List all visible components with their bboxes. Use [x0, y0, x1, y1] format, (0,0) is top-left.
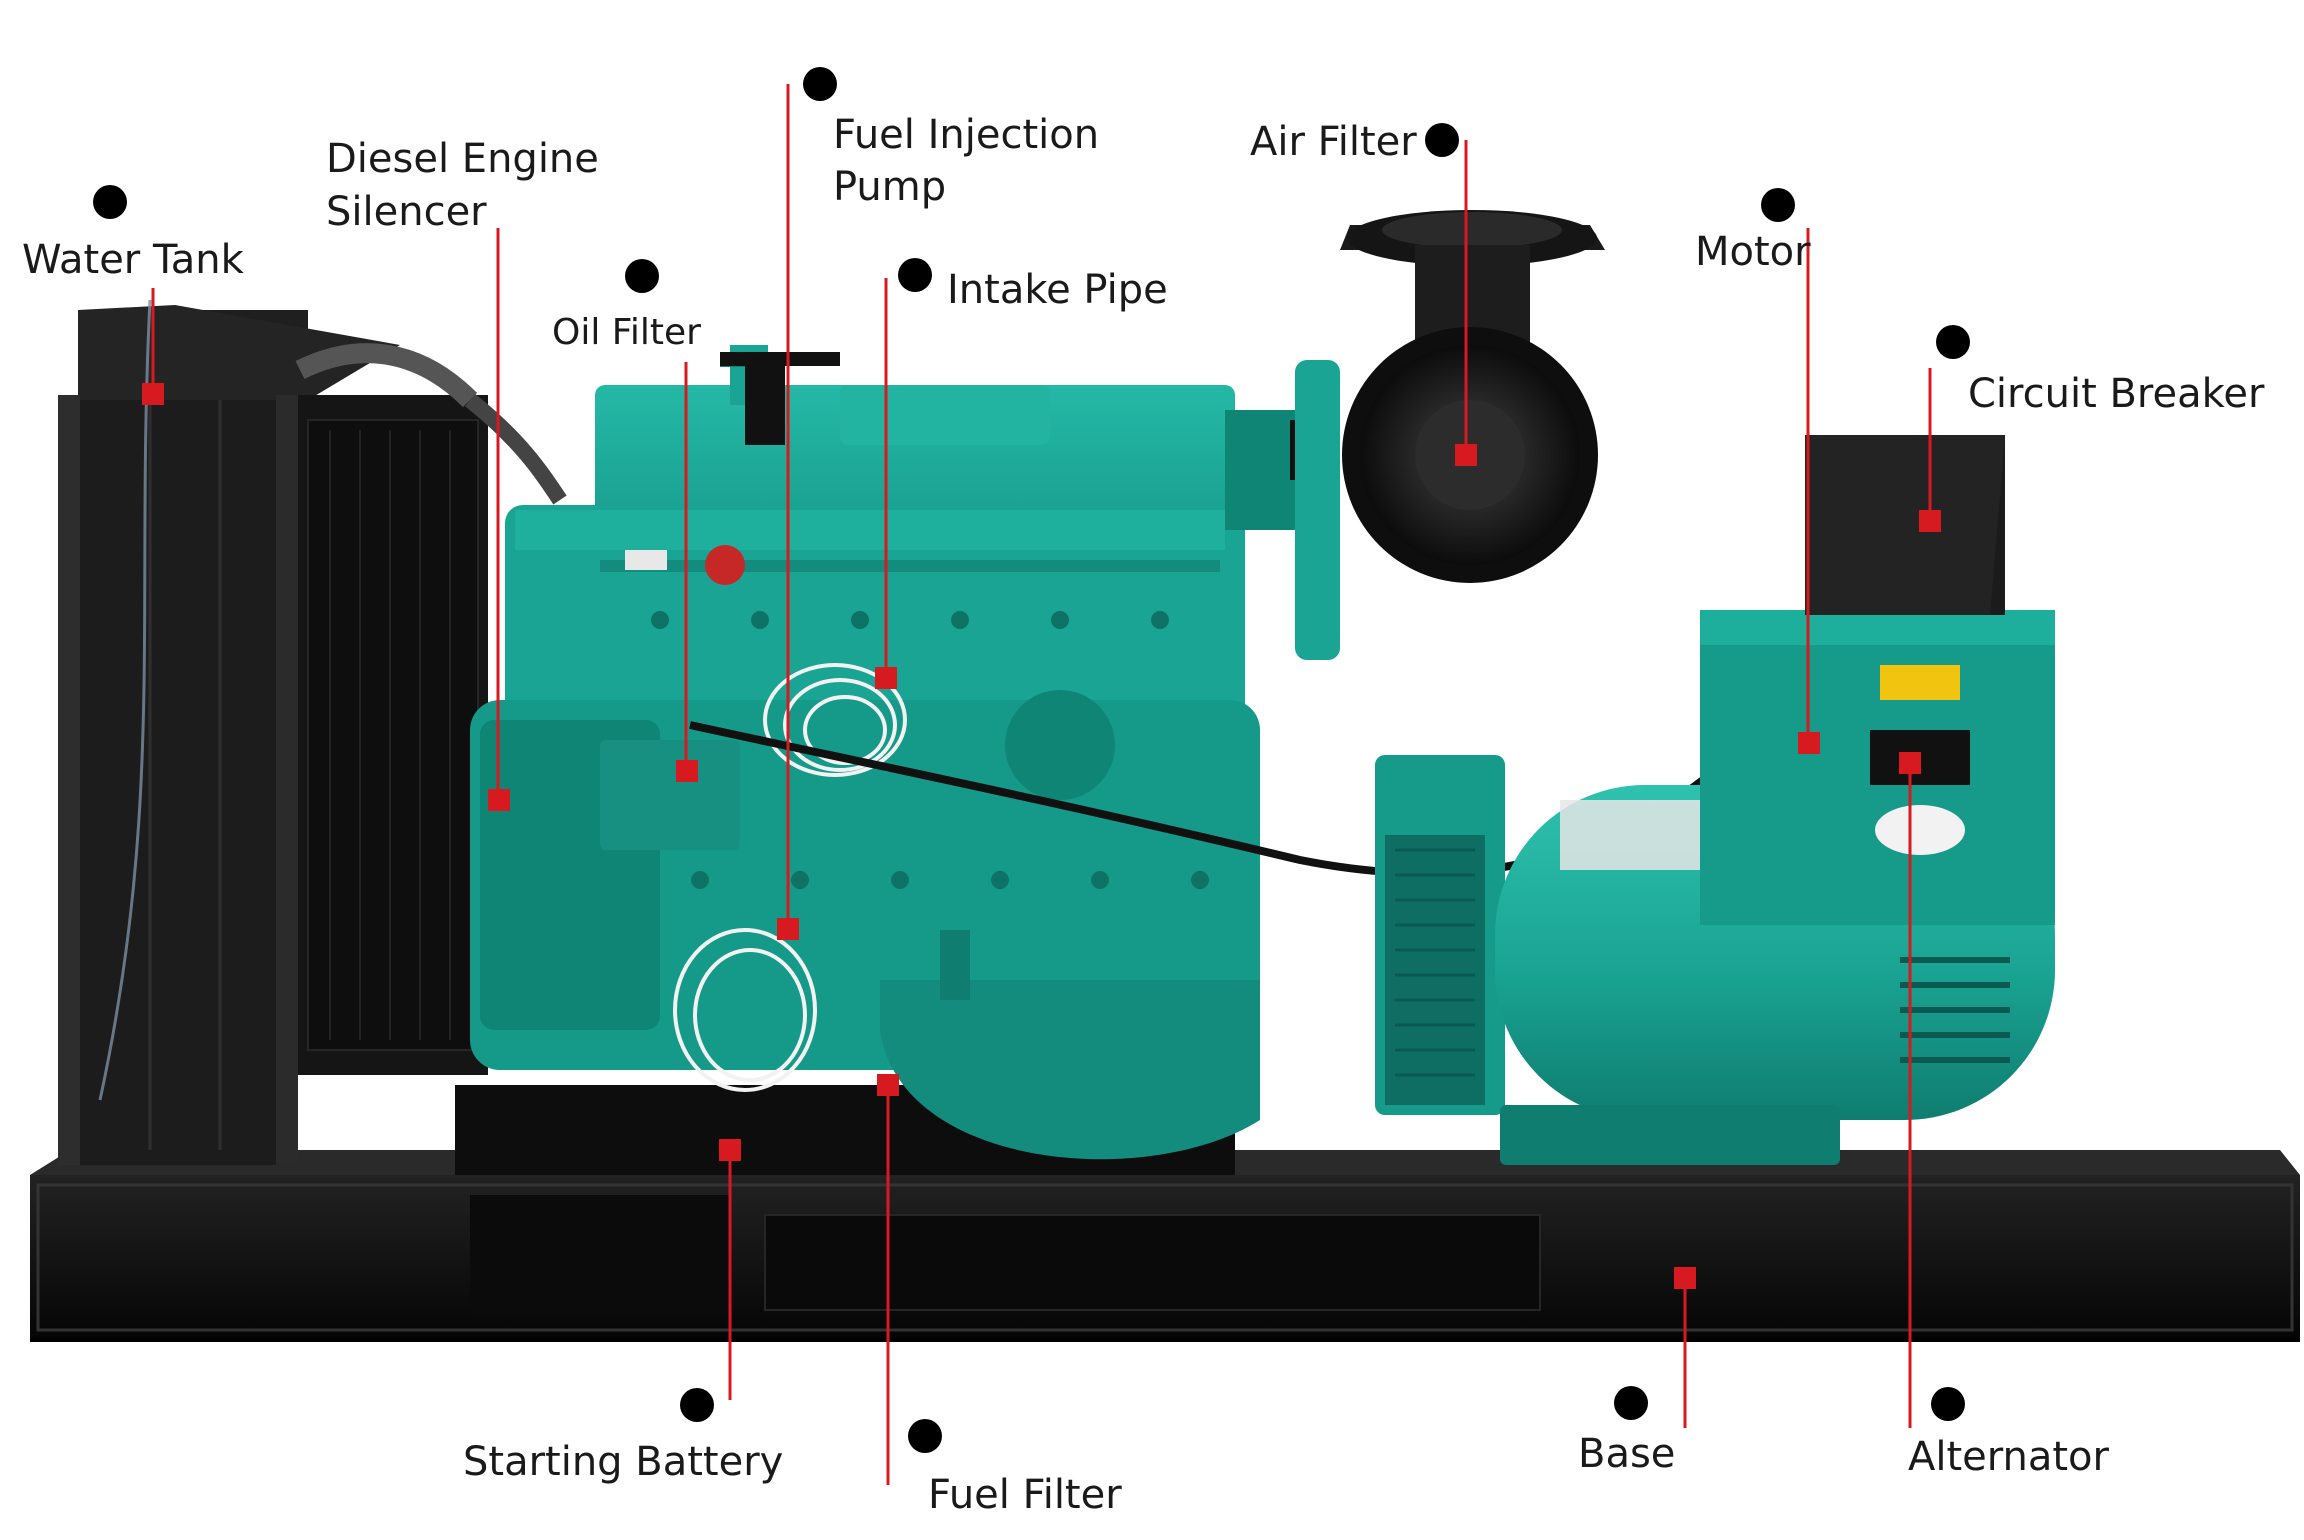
label-silencer-line2: Silencer [326, 189, 487, 235]
marker-motor [1798, 732, 1820, 754]
marker-starting-battery [719, 1139, 741, 1161]
marker-base [1674, 1267, 1696, 1289]
marker-oil-filter [676, 760, 698, 782]
label-oil-filter: Oil Filter [552, 312, 701, 353]
diesel-engine [455, 345, 1874, 1175]
label-starting-battery: Starting Battery [463, 1439, 783, 1485]
label-intake-pipe: Intake Pipe [947, 267, 1168, 313]
marker-fuel-injection-pump [777, 918, 799, 940]
label-base: Base [1578, 1431, 1675, 1477]
alternator [1375, 435, 2055, 1165]
marker-water-tank [142, 383, 164, 405]
leader-lines [151, 84, 1932, 1485]
base-frame [30, 1150, 2300, 1342]
label-water-tank: Water Tank [22, 237, 245, 283]
label-alternator: Alternator [1908, 1434, 2110, 1480]
label-fuel-filter: Fuel Filter [928, 1472, 1122, 1518]
air-filter [1295, 210, 1605, 660]
marker-silencer [488, 789, 510, 811]
water-tank-radiator [58, 299, 567, 1165]
marker-fuel-filter [877, 1074, 899, 1096]
marker-alternator [1899, 752, 1921, 774]
label-dots [93, 67, 1970, 1453]
label-air-filter: Air Filter [1250, 119, 1417, 165]
label-circuit-breaker: Circuit Breaker [1968, 371, 2265, 417]
marker-air-filter [1455, 444, 1477, 466]
marker-intake-pipe [875, 667, 897, 689]
part-markers [142, 383, 1941, 1289]
label-fuel-injection-pump-line1: Fuel Injection [833, 112, 1099, 158]
label-silencer-line1: Diesel Engine [326, 136, 599, 182]
part-labels: Water Tank Diesel Engine Silencer Oil Fi… [22, 112, 2265, 1518]
label-fuel-injection-pump-line2: Pump [833, 164, 946, 210]
marker-circuit-breaker [1919, 510, 1941, 532]
label-motor: Motor [1695, 229, 1811, 275]
